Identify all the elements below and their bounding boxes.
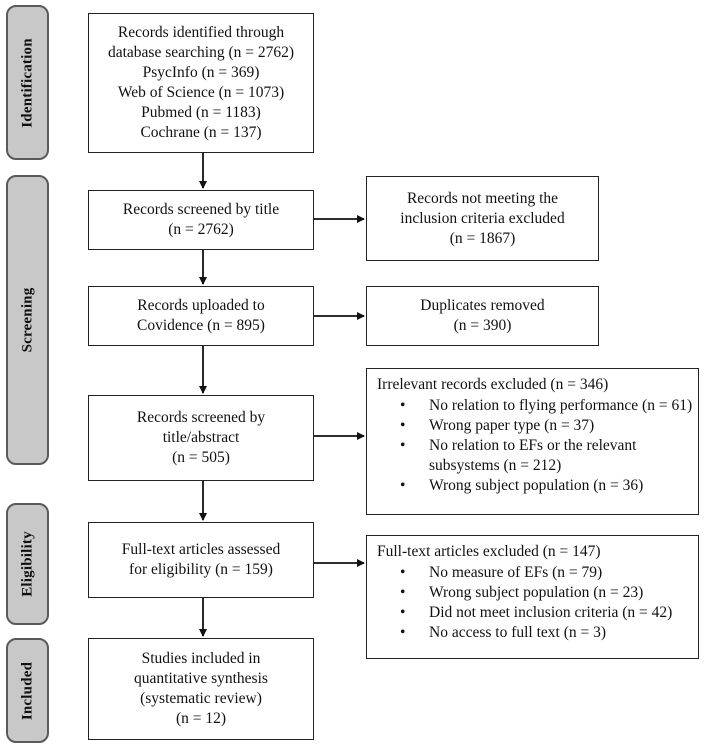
box-line: (n = 2762) <box>168 221 234 238</box>
box-line: Records screened by title <box>122 201 280 218</box>
list-item-text: Wrong paper type (n = 37) <box>429 417 595 434</box>
box-line: Pubmed (n = 1183) <box>141 104 261 121</box>
box-line: title/abstract <box>162 429 240 446</box>
phase-eligibility: Eligibility <box>6 503 49 625</box>
list-item: • Wrong paper type (n = 37) <box>377 416 688 436</box>
screened-by-abstract-box: Records screened by title/abstract (n = … <box>88 395 314 481</box>
box-line: Duplicates removed <box>420 297 545 314</box>
list-item: • No relation to EFs or the relevant subs… <box>377 436 688 476</box>
box-line: Records uploaded to <box>137 297 265 314</box>
box-line: (systematic review) <box>140 690 262 707</box>
list-item-text: No relation to flying performance (n = 6… <box>429 397 693 414</box>
box-line: quantitative synthesis <box>134 670 268 687</box>
box-title: Irrelevant records excluded (n = 346) <box>377 376 609 393</box>
phase-screening: Screening <box>6 175 49 465</box>
bullet-icon: • <box>400 624 406 641</box>
bullet-icon: • <box>400 584 406 601</box>
box-line: (n = 390) <box>453 317 512 334</box>
bullet-icon: • <box>400 417 406 434</box>
box-line: Full-text articles assessed <box>121 541 281 558</box>
records-identified-box: Records identified through database sear… <box>88 13 314 153</box>
bullet-icon: • <box>400 477 406 494</box>
box-line: (n = 1867) <box>449 229 516 247</box>
box-line: Records identified through <box>117 24 285 41</box>
list-item-text: Did not meet inclusion criteria (n = 42) <box>429 604 673 621</box>
exclusion-reasons-list: • No relation to flying performance (n = … <box>377 396 693 496</box>
exclusion-reasons-list: • No measure of EFs (n = 79) • Wrong subje… <box>377 563 688 643</box>
phase-identification: Identification <box>6 5 49 160</box>
list-item: • No relation to flying performance (n = … <box>377 396 693 416</box>
box-line: PsycInfo (n = 369) <box>142 64 260 81</box>
studies-included-box: Studies included in quantitative synthes… <box>88 638 314 740</box>
list-item-text: Wrong subject population (n = 36) <box>429 477 644 494</box>
not-meeting-criteria-box: Records not meeting the inclusion criter… <box>366 176 599 261</box>
list-item: • Wrong subject population (n = 36) <box>377 476 688 496</box>
bullet-icon: • <box>400 564 406 581</box>
bullet-icon: • <box>400 437 406 454</box>
irrelevant-records-excluded-box: Irrelevant records excluded (n = 346) • N… <box>366 368 699 515</box>
list-item: • No measure of EFs (n = 79) <box>377 563 688 583</box>
box-line: Covidence (n = 895) <box>137 317 265 334</box>
list-item: • Did not meet inclusion criteria (n = 42… <box>377 603 688 623</box>
box-line: Cochrane (n = 137) <box>140 124 262 141</box>
box-line: (n = 505) <box>172 449 230 466</box>
bullet-icon: • <box>400 604 406 621</box>
list-item: • Wrong subject population (n = 23) <box>377 583 688 603</box>
box-line: (n = 12) <box>175 710 227 727</box>
uploaded-to-covidence-box: Records uploaded to Covidence (n = 895) <box>88 286 314 346</box>
box-line: Records screened by <box>136 409 266 426</box>
box-line: Web of Science (n = 1073) <box>117 84 285 101</box>
duplicates-removed-box: Duplicates removed (n = 390) <box>366 286 599 346</box>
box-line: for eligibility (n = 159) <box>129 561 273 578</box>
screened-by-title-box: Records screened by title (n = 2762) <box>88 190 314 250</box>
box-line: inclusion criteria excluded <box>400 209 565 227</box>
box-line: database searching (n = 2762) <box>107 44 295 61</box>
box-line: Studies included in <box>141 650 261 667</box>
list-item-text: Wrong subject population (n = 23) <box>429 584 644 601</box>
list-item-text: No measure of EFs (n = 79) <box>429 564 603 581</box>
list-item-text: No access to full text (n = 3) <box>429 624 607 641</box>
fulltext-excluded-box: Full-text articles excluded (n = 147) • N… <box>366 535 699 659</box>
fulltext-assessed-box: Full-text articles assessed for eligibil… <box>88 522 314 598</box>
box-title: Full-text articles excluded (n = 147) <box>377 543 601 560</box>
list-item-text: No relation to EFs or the relevant subsy… <box>429 437 637 474</box>
phase-included: Included <box>6 638 49 743</box>
bullet-icon: • <box>400 397 406 414</box>
box-line: Records not meeting the <box>406 189 559 207</box>
list-item: • No access to full text (n = 3) <box>377 623 688 643</box>
